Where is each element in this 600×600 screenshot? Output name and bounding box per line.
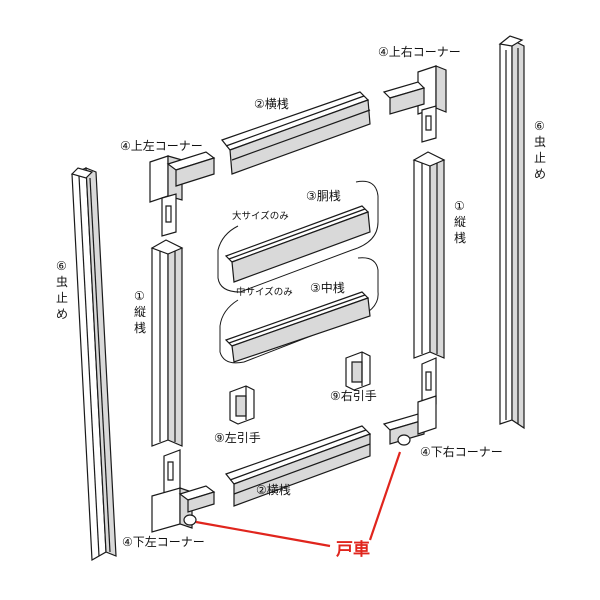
label-right-stile: ① 縦 桟	[454, 199, 466, 245]
label-left-weatherstrip: ⑥ 虫 止 め	[56, 259, 68, 321]
left-weatherstrip	[72, 168, 116, 560]
top-left-corner	[150, 152, 214, 236]
label-left-weatherstrip-3: め	[56, 307, 68, 321]
right-handle	[346, 352, 370, 390]
mid-size-mid-rail	[226, 292, 370, 362]
label-right-stile-0: ①	[454, 199, 465, 213]
label-top-right-corner: ④上右コーナー	[378, 44, 461, 59]
label-right-stile-2: 桟	[454, 231, 466, 245]
bottom-rail	[226, 426, 370, 506]
label-right-weatherstrip-1: 虫	[534, 135, 546, 149]
label-left-weatherstrip-1: 虫	[56, 275, 68, 289]
bottom-right-corner	[384, 358, 436, 446]
label-door-roller: 戸車	[336, 539, 370, 560]
label-left-handle: ⑨左引手	[214, 430, 261, 445]
label-mid-size-only: 中サイズのみ	[236, 286, 293, 298]
top-rail	[222, 92, 370, 174]
label-left-weatherstrip-0: ⑥	[56, 259, 67, 273]
mid-size-bracket	[219, 257, 379, 364]
label-top-left-corner: ④上左コーナー	[120, 138, 203, 153]
label-large-size-only: 大サイズのみ	[232, 210, 289, 222]
label-right-weatherstrip-3: め	[534, 167, 546, 181]
label-mid-rail-mid: ③中桟	[310, 280, 345, 295]
large-size-bracket	[217, 180, 379, 293]
label-bottom-rail: ②横桟	[256, 483, 291, 497]
label-left-weatherstrip-2: 止	[56, 291, 68, 305]
label-bottom-left-corner: ④下左コーナー	[122, 534, 205, 549]
left-handle	[230, 386, 254, 424]
label-right-handle: ⑨右引手	[330, 388, 377, 403]
label-right-weatherstrip-2: 止	[534, 151, 546, 165]
label-left-stile-1: 縦	[134, 305, 146, 319]
label-mid-rail-large: ③胴桟	[306, 189, 341, 203]
label-right-weatherstrip-0: ⑥	[534, 119, 545, 133]
roller-leader-right	[368, 451, 402, 541]
label-left-stile: ① 縦 桟	[134, 289, 146, 335]
label-left-stile-2: 桟	[134, 321, 146, 335]
right-weatherstrip	[500, 36, 524, 428]
bottom-left-corner	[152, 450, 214, 532]
label-bottom-right-corner: ④下右コーナー	[420, 444, 503, 459]
label-right-weatherstrip: ⑥ 虫 止 め	[534, 119, 546, 181]
roller-leader-left	[195, 520, 331, 548]
left-stile	[152, 240, 182, 446]
label-left-stile-0: ①	[134, 289, 145, 303]
top-right-corner	[384, 66, 446, 142]
label-top-rail: ②横桟	[254, 97, 289, 111]
large-size-mid-rail	[226, 206, 370, 282]
label-right-stile-1: 縦	[454, 215, 466, 229]
right-stile	[414, 152, 444, 358]
